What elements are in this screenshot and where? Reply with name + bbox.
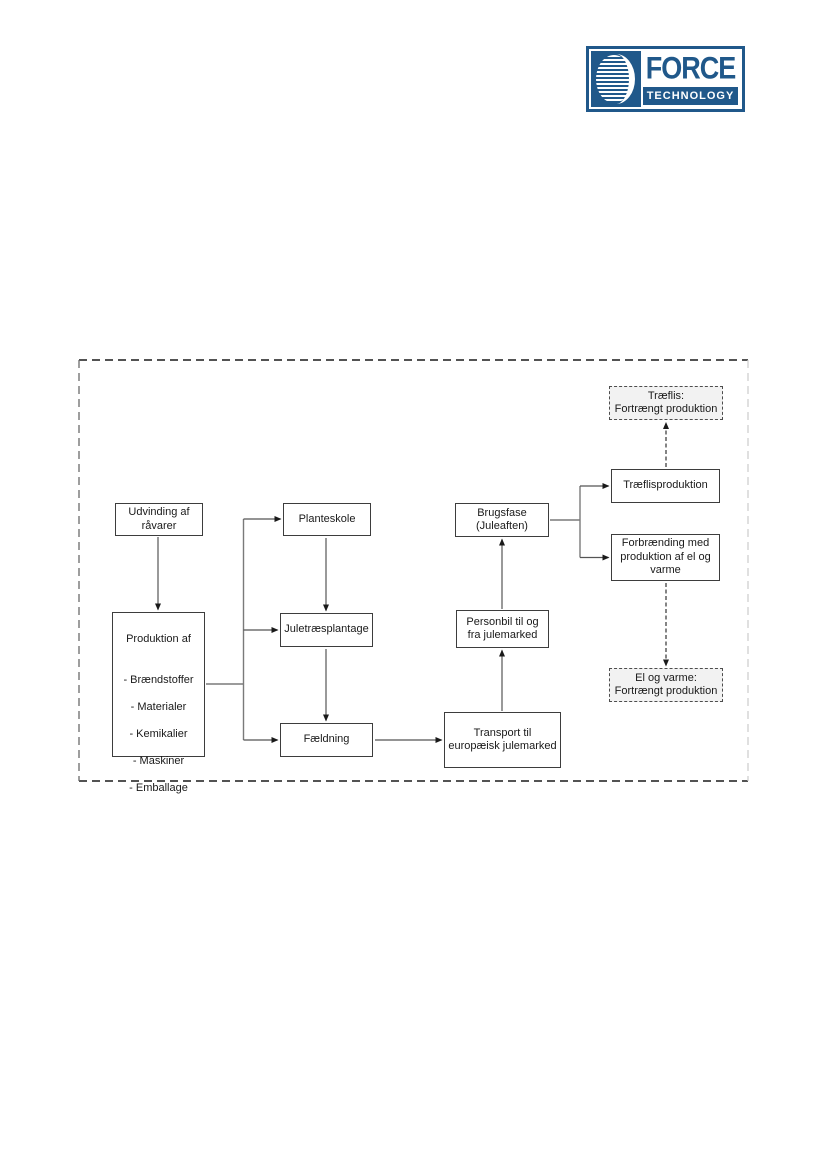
- produktion-item: - Materialer: [130, 701, 187, 713]
- node-produktion-title: Produktion af: [126, 633, 191, 645]
- produktion-item: - Maskiner: [132, 755, 185, 767]
- node-el-og-varme-fortraengt-produktion: El og varme: Fortrængt produktion: [609, 668, 723, 702]
- logo-sub-text: TECHNOLOGY: [641, 85, 740, 107]
- logo-text-panel: FORCE TECHNOLOGY: [641, 49, 740, 107]
- node-planteskole: Planteskole: [283, 503, 371, 536]
- node-produktion-af: Produktion af - Brændstoffer - Materiale…: [112, 612, 205, 794]
- produktion-item: - Brændstoffer: [123, 674, 194, 686]
- node-traeflis-fortraengt-produktion: Træflis: Fortrængt produktion: [609, 386, 723, 420]
- globe-icon: [591, 51, 641, 107]
- node-personbil-til-og-fra-julemarked: Personbil til og fra julemarked: [456, 610, 549, 648]
- produktion-item: - Emballage: [129, 782, 188, 794]
- node-traeflisproduktion: Træflisproduktion: [611, 469, 720, 503]
- node-faeldning: Fældning: [280, 723, 373, 757]
- logo-frame: FORCE TECHNOLOGY: [589, 49, 742, 109]
- node-produktion-item-list: - Brændstoffer - Materialer - Kemikalier…: [123, 661, 193, 810]
- node-brugsfase-juleaften: Brugsfase (Juleaften): [455, 503, 549, 537]
- logo-brand-text: FORCE: [645, 49, 737, 86]
- node-udvinding-af-raavarer: Udvinding af råvarer: [115, 503, 203, 536]
- force-technology-logo: FORCE TECHNOLOGY: [586, 46, 745, 112]
- node-forbraending-med-produktion: Forbrænding med produktion af el og varm…: [611, 534, 720, 581]
- produktion-item: - Kemikalier: [129, 728, 188, 740]
- node-transport-til-europaeisk-julemarked: Transport til europæisk julemarked: [444, 712, 561, 768]
- node-juletraesplantage: Juletræsplantage: [280, 613, 373, 647]
